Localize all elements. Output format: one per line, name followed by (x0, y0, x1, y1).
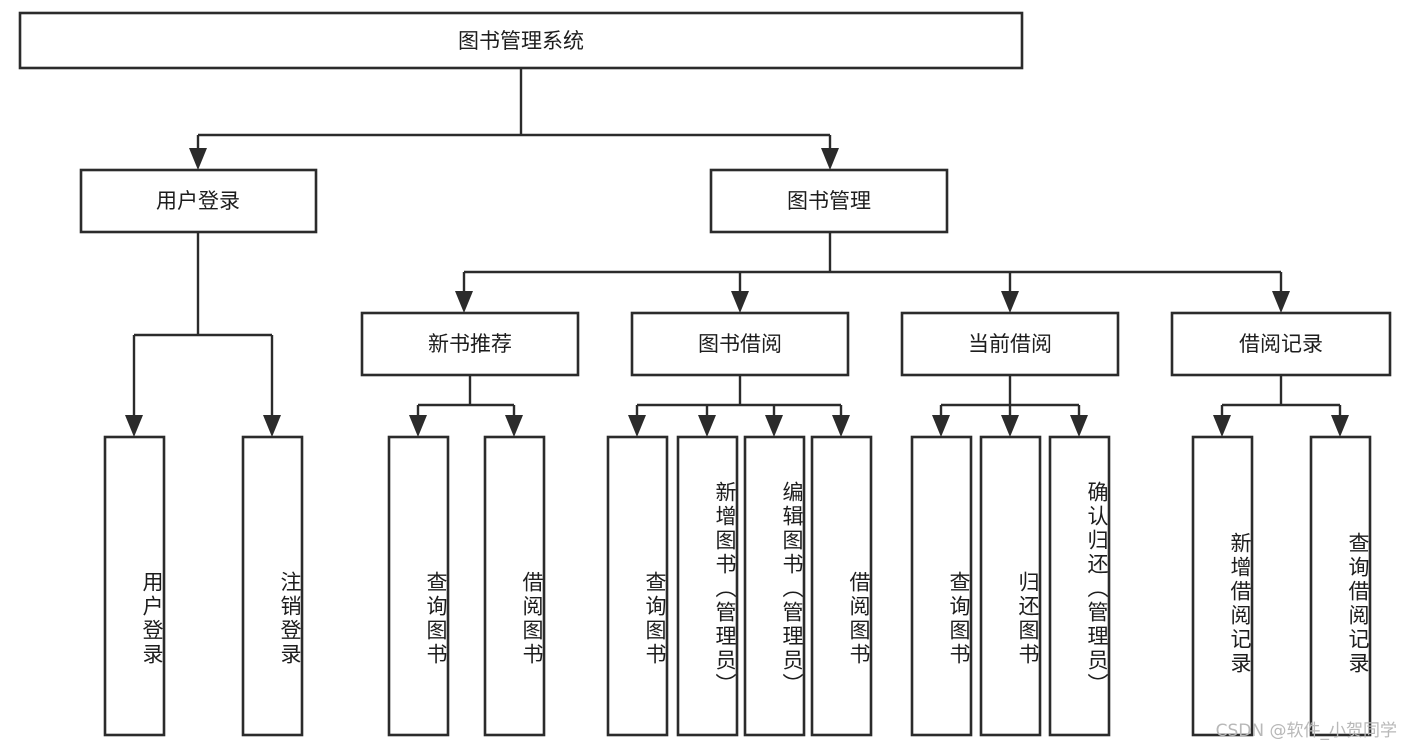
leaf-box-borrow-book-nb[interactable] (483, 435, 546, 737)
node-user-login-label: 用户登录 (156, 189, 240, 213)
node-book-management[interactable]: 图书管理 (709, 168, 949, 234)
leaf-box-user-login[interactable] (103, 435, 166, 737)
node-root-label: 图书管理系统 (458, 29, 584, 53)
leaf-box-confirm-return[interactable] (1048, 435, 1111, 737)
arrow-head-leaf-add-record (1213, 415, 1231, 437)
arrow-head-leaf-query-book-bb (628, 415, 646, 437)
leaf-boxes-book-borrow (606, 435, 873, 737)
node-current-borrow[interactable]: 当前借阅 (900, 311, 1120, 377)
arrow-head-leaf-query-book-cb (932, 415, 950, 437)
arrow-head-leaf-borrow-book-bb (832, 415, 850, 437)
leaf-box-edit-book[interactable] (743, 435, 806, 737)
connector-group-book-borrow-leaves (628, 375, 850, 437)
connector-group-current-borrow-leaves (932, 375, 1088, 437)
arrow-head-current-borrow (1001, 291, 1019, 313)
leaf-boxes-new-book-recommend (387, 435, 546, 737)
arrow-head-book-borrow (731, 291, 749, 313)
arrow-head-leaf-logout (263, 415, 281, 437)
arrow-head-new-book (455, 291, 473, 313)
node-current-borrow-box[interactable] (900, 311, 1120, 377)
leaf-box-add-book[interactable] (676, 435, 739, 737)
node-book-management-label: 图书管理 (787, 189, 871, 213)
leaf-boxes-current-borrow (910, 435, 1111, 737)
leaf-boxes-borrow-record (1191, 435, 1372, 737)
arrow-head-leaf-user-login (125, 415, 143, 437)
connector-group-book-mgmt (455, 232, 1290, 313)
node-user-login[interactable]: 用户登录 (79, 168, 318, 234)
node-borrow-record-label: 借阅记录 (1239, 332, 1323, 356)
leaf-box-return-book[interactable] (979, 435, 1042, 737)
arrow-head-leaf-query-book-nb (409, 415, 427, 437)
arrow-head-leaf-return-book (1001, 415, 1019, 437)
arrow-head-borrow-record (1272, 291, 1290, 313)
arrow-head-leaf-add-book (698, 415, 716, 437)
node-book-borrow-label: 图书借阅 (698, 332, 782, 356)
arrow-head-book-mgmt (821, 148, 839, 170)
arrow-head-leaf-borrow-book-nb (505, 415, 523, 437)
node-root-box[interactable] (18, 11, 1024, 70)
leaf-boxes-user-login (103, 435, 304, 737)
node-book-borrow-box[interactable] (630, 311, 850, 377)
node-borrow-record[interactable]: 借阅记录 (1170, 311, 1392, 377)
connector-group-root (189, 68, 839, 170)
arrow-head-leaf-edit-book (765, 415, 783, 437)
leaf-box-query-book-bb[interactable] (606, 435, 669, 737)
connector-group-user-login-leaves (125, 232, 281, 437)
leaf-box-borrow-book-bb[interactable] (810, 435, 873, 737)
arrow-head-leaf-query-record (1331, 415, 1349, 437)
node-new-book-recommend-label: 新书推荐 (428, 332, 512, 356)
node-new-book-recommend[interactable]: 新书推荐 (360, 311, 580, 377)
node-new-book-recommend-box[interactable] (360, 311, 580, 377)
arrow-head-user-login (189, 148, 207, 170)
leaf-box-query-record[interactable] (1309, 435, 1372, 737)
connector-group-borrow-record-leaves (1213, 375, 1349, 437)
arrow-head-leaf-confirm-return (1070, 415, 1088, 437)
leaf-box-add-record[interactable] (1191, 435, 1254, 737)
node-root[interactable]: 图书管理系统 (18, 11, 1024, 70)
node-current-borrow-label: 当前借阅 (968, 332, 1052, 356)
csdn-watermark: CSDN @软件_小贺同学 (1215, 721, 1397, 741)
leaf-box-query-book-nb[interactable] (387, 435, 450, 737)
node-user-login-box[interactable] (79, 168, 318, 234)
node-borrow-record-box[interactable] (1170, 311, 1392, 377)
leaf-box-query-book-cb[interactable] (910, 435, 973, 737)
node-book-borrow[interactable]: 图书借阅 (630, 311, 850, 377)
connector-group-new-book-leaves (409, 375, 523, 437)
leaf-box-logout[interactable] (241, 435, 304, 737)
node-book-management-box[interactable] (709, 168, 949, 234)
